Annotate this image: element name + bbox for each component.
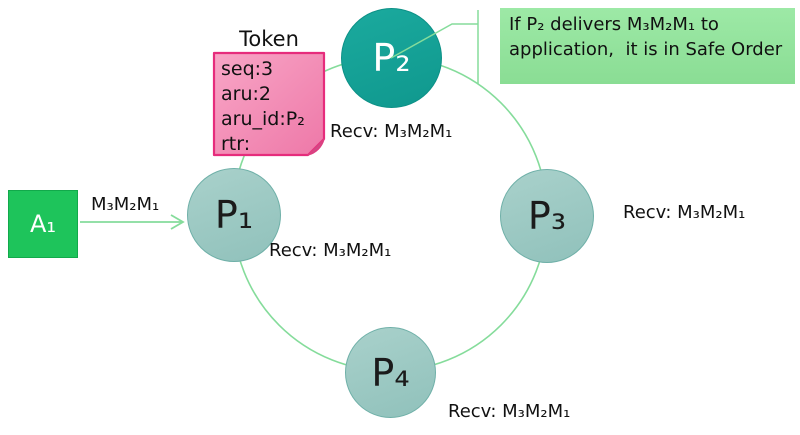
recv-label-p4: Recv: M₃M₂M₁ xyxy=(448,401,571,422)
recv-label-p1: Recv: M₃M₂M₁ xyxy=(269,240,392,261)
token-title: Token xyxy=(239,27,299,51)
recv-label-p3: Recv: M₃M₂M₁ xyxy=(623,202,746,223)
callout-connector-line xyxy=(390,23,478,59)
token-fields: seq:3 aru:2 aru_id:P₂ rtr: xyxy=(221,57,305,157)
token-field-rtr: rtr: xyxy=(221,133,251,155)
message-arrow-head-icon xyxy=(170,214,185,230)
process-node-p3: P₃ xyxy=(500,169,594,263)
recv-label-p2: Recv: M₃M₂M₁ xyxy=(330,121,453,142)
process-label-p4: P₄ xyxy=(371,350,410,395)
process-node-p4: P₄ xyxy=(345,327,436,418)
token-field-seq: seq:3 xyxy=(221,58,274,80)
safe-order-callout: If P₂ delivers M₃M₂M₁ to application, it… xyxy=(500,8,795,84)
process-node-p1: P₁ xyxy=(187,168,281,262)
message-label: M₃M₂M₁ xyxy=(91,194,160,215)
process-label-p3: P₃ xyxy=(527,194,567,238)
token-note-fold-icon xyxy=(307,138,325,156)
token-field-aru: aru:2 xyxy=(221,83,271,105)
application-node-a1: A₁ xyxy=(8,190,78,258)
application-label: A₁ xyxy=(29,210,57,238)
token-field-aru-id: aru_id:P₂ xyxy=(221,108,305,130)
process-label-p1: P₁ xyxy=(214,193,254,237)
